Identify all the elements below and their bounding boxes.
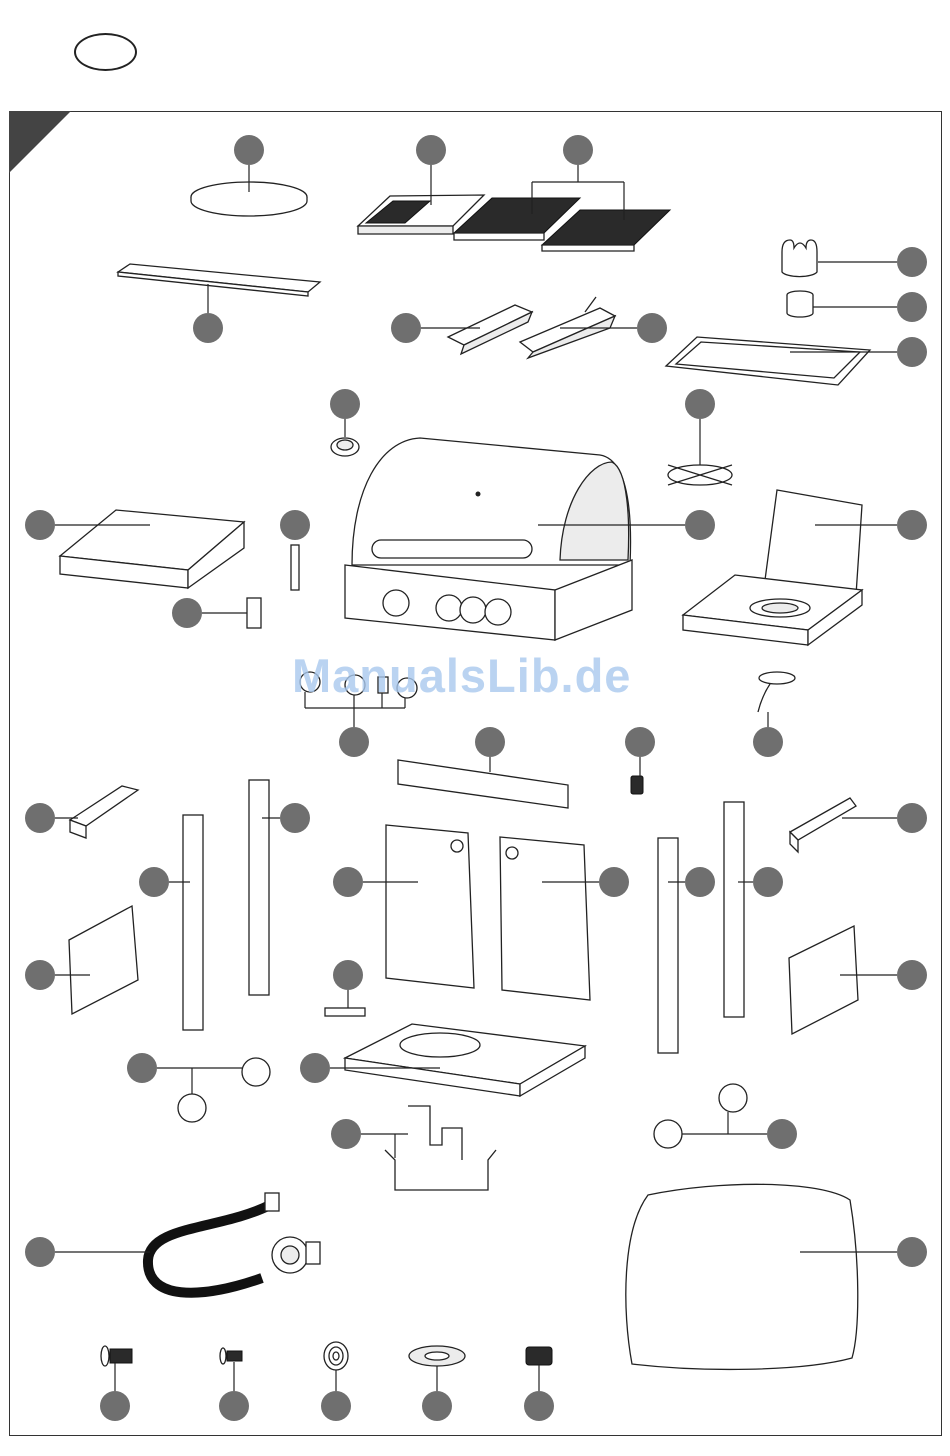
- part-number-badge: [897, 1237, 927, 1267]
- part-number-badge: [416, 135, 446, 165]
- right-door: [500, 837, 629, 1000]
- part-number-badge: [280, 510, 310, 540]
- part-number-badge: [625, 727, 655, 757]
- screw-small: [219, 1348, 249, 1421]
- part-number-badge: [172, 598, 202, 628]
- part-number-badge: [897, 292, 927, 322]
- spring-washer: [321, 1342, 351, 1421]
- part-number-badge: [234, 135, 264, 165]
- right-leg-rear: [724, 802, 783, 1017]
- part-number-badge: [321, 1391, 351, 1421]
- grease-cup: [787, 291, 927, 322]
- part-number-badge: [333, 867, 363, 897]
- part-number-badge: [139, 867, 169, 897]
- part-number-badge: [767, 1119, 797, 1149]
- part-number-badge: [100, 1391, 130, 1421]
- part-number-badge: [897, 960, 927, 990]
- part-number-badge: [685, 510, 715, 540]
- ignition-module: [625, 727, 655, 794]
- part-number-badge: [897, 803, 927, 833]
- grease-tray: [666, 337, 927, 385]
- casters-right: [654, 1084, 797, 1149]
- warming-rack: [118, 264, 320, 343]
- casters-left: [127, 1053, 270, 1122]
- part-number-badge: [127, 1053, 157, 1083]
- part-number-badge: [193, 313, 223, 343]
- part-number-badge: [25, 510, 55, 540]
- burner: [520, 297, 667, 358]
- part-number-badge: [25, 960, 55, 990]
- thermometer: [330, 389, 360, 456]
- grill-cover: [626, 1184, 927, 1369]
- part-number-badge: [330, 389, 360, 419]
- part-number-badge: [300, 1053, 330, 1083]
- right-leg-front: [658, 838, 715, 1053]
- side-burner: [683, 490, 927, 645]
- part-number-badge: [897, 337, 927, 367]
- part-number-badge: [563, 135, 593, 165]
- griddle-plate: [358, 135, 484, 234]
- gas-cylinder-holder: [331, 1106, 496, 1190]
- left-side-shelf: [25, 510, 244, 588]
- screw-large: [100, 1346, 132, 1421]
- nut: [524, 1347, 554, 1421]
- left-side-panel: [25, 906, 138, 1014]
- gas-hose-regulator: [25, 1193, 320, 1293]
- hood-handle: [398, 727, 568, 808]
- door-magnet: [325, 960, 365, 1016]
- part-number-badge: [339, 727, 369, 757]
- part-number-badge: [391, 313, 421, 343]
- left-frame-brace: [25, 786, 138, 838]
- side-burner-grate: [668, 389, 732, 485]
- right-side-panel: [789, 926, 927, 1034]
- part-number-badge: [333, 960, 363, 990]
- flame-tamer: [391, 305, 532, 354]
- shelf-bracket: [280, 510, 310, 590]
- part-number-badge: [685, 867, 715, 897]
- watermark: ManualsLib.de: [292, 648, 631, 703]
- part-number-badge: [637, 313, 667, 343]
- side-burner-valve: [753, 672, 795, 757]
- grease-cup-holder: [782, 240, 927, 277]
- part-number-badge: [897, 247, 927, 277]
- part-number-badge: [599, 867, 629, 897]
- part-number-badge: [219, 1391, 249, 1421]
- part-number-badge: [753, 727, 783, 757]
- part-number-badge: [25, 1237, 55, 1267]
- shelf-bracket-small: [172, 598, 261, 628]
- part-number-badge: [422, 1391, 452, 1421]
- flat-washer: [409, 1346, 465, 1421]
- part-number-badge: [331, 1119, 361, 1149]
- right-frame-brace: [790, 798, 927, 852]
- left-leg-front: [139, 815, 203, 1030]
- cooking-grates: [454, 135, 670, 251]
- part-number-badge: [25, 803, 55, 833]
- bottom-shelf: [300, 1024, 585, 1096]
- part-number-badge: [524, 1391, 554, 1421]
- part-number-badge: [753, 867, 783, 897]
- part-number-badge: [897, 510, 927, 540]
- left-leg-rear: [249, 780, 310, 995]
- part-number-badge: [475, 727, 505, 757]
- part-number-badge: [280, 803, 310, 833]
- part-number-badge: [685, 389, 715, 419]
- grill-head: [345, 438, 715, 640]
- pizza-stone: [191, 135, 307, 216]
